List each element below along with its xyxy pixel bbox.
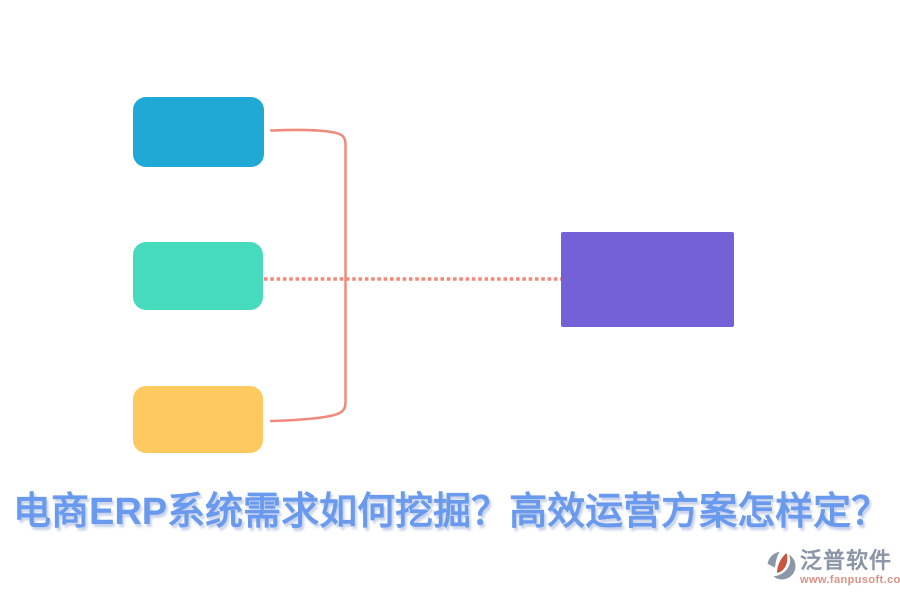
- logo-website-text: www.fanpusoft.com: [800, 574, 900, 586]
- logo-icon-leaf: [776, 553, 788, 573]
- logo-brand-text: 泛普软件: [800, 548, 893, 573]
- bracket-connector-line: [269, 128, 347, 423]
- logo-icon-wedge-top-left: [767, 551, 780, 568]
- fanpu-logo: 泛普软件 www.fanpusoft.com: [766, 548, 900, 586]
- headline-text: 电商ERP系统需求如何挖掘？高效运营方案怎样定？: [13, 491, 890, 533]
- node-source-top: [133, 97, 264, 167]
- logo-text-block: 泛普软件 www.fanpusoft.com: [800, 548, 900, 586]
- node-target-right: [561, 232, 734, 327]
- logo-icon-arc-right: [773, 554, 796, 580]
- fanpu-logo-icon: [767, 551, 796, 580]
- node-source-bottom: [133, 386, 263, 453]
- node-source-middle: [133, 242, 263, 310]
